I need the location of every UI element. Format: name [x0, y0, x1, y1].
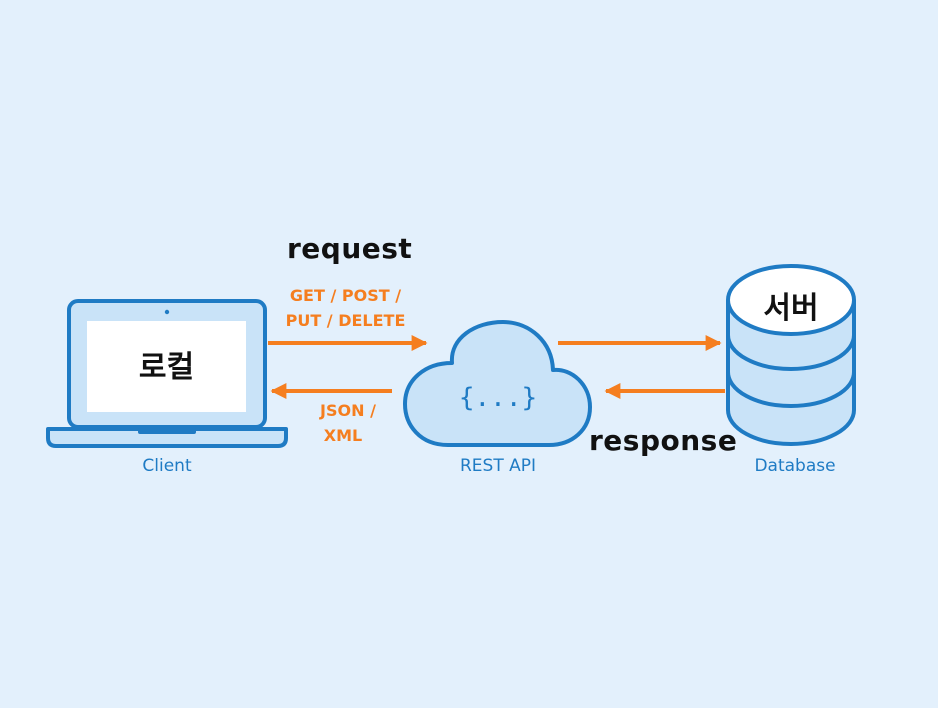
api-glyph: {...}	[458, 383, 538, 413]
database-top-text: 서버	[763, 291, 819, 326]
response-label: response	[589, 424, 738, 457]
api-caption: REST API	[459, 456, 537, 476]
cloud-icon	[403, 320, 592, 447]
database-caption: Database	[754, 456, 836, 476]
client-screen-text: 로컬	[138, 350, 195, 385]
client-caption: Client	[142, 456, 192, 476]
laptop-icon	[46, 299, 288, 448]
formats-label-line2: XML	[323, 426, 363, 445]
formats-label-line1: JSON /	[320, 401, 376, 420]
methods-label-line1: GET / POST /	[289, 286, 402, 305]
database-icon	[726, 264, 856, 446]
request-label: request	[287, 232, 413, 265]
methods-label-line2: PUT / DELETE	[285, 311, 406, 330]
